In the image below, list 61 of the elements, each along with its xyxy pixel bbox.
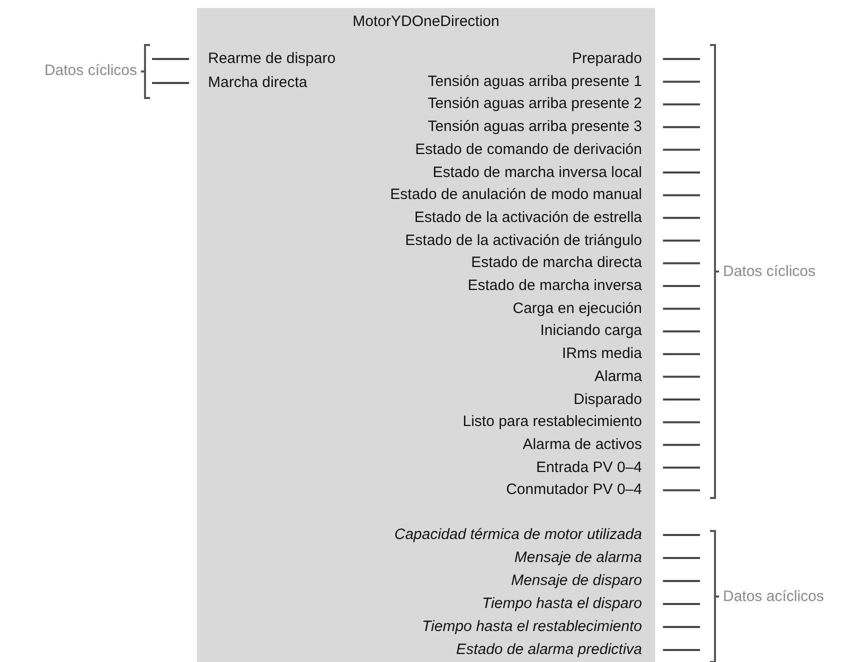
pin-line [663,330,700,332]
pin-line [663,262,700,264]
pin-label: Estado de alarma predictiva [456,640,655,660]
pin-line [152,82,189,84]
pin-label: IRms media [562,344,655,364]
pin-line [663,580,700,582]
pin-label: Marcha directa [197,73,308,93]
pin-label: Tensión aguas arriba presente 2 [428,94,655,114]
pin-label: Mensaje de alarma [514,548,655,568]
pin-label: Tensión aguas arriba presente 3 [428,117,655,138]
pin-label: Estado de la activación de triángulo [405,230,655,251]
pin-line [663,126,700,128]
pin-label: Alarma [594,366,655,387]
group-label: Datos cíclicos [44,62,137,80]
pin-label: Estado de marcha inversa local [432,162,655,182]
pin-line [663,80,700,83]
pin-line [663,444,700,446]
pin-label: Listo para restablecimiento [462,412,655,432]
pin-label: Conmutador PV 0–4 [506,480,655,500]
pin-line [663,557,700,559]
pin-label: Preparado [572,49,655,69]
pin-line [663,353,700,356]
pin-label: Tensión aguas arriba presente 1 [428,72,655,92]
pin-label: Estado de comando de derivación [415,140,655,160]
pin-line [663,58,700,60]
function-block [197,8,655,662]
pin-label: Tiempo hasta el disparo [482,594,655,614]
pin-line [663,603,700,605]
pin-line [663,466,700,469]
group-label: Datos cíclicos [723,262,816,280]
pin-line [663,626,700,628]
pin-label: Estado de marcha directa [471,253,655,274]
pin-line [663,421,700,424]
pin-line [663,240,700,242]
pin-label: Mensaje de disparo [511,571,655,591]
pin-line [663,649,700,651]
pin-label: Carga en ejecución [512,298,655,319]
pin-line [663,398,700,400]
pin-line [663,376,700,378]
pin-label: Iniciando carga [540,321,655,342]
pin-line [663,285,700,287]
pin-line [152,58,189,60]
pin-label: Estado de marcha inversa [468,276,655,296]
pin-label: Capacidad térmica de motor utilizada [394,525,655,545]
pin-line [663,489,700,492]
group-label: Datos acíclicos [723,588,824,606]
pin-label: Tiempo hasta el restablecimiento [422,617,655,637]
pin-line [663,172,700,174]
pin-label: Alarma de activos [522,434,655,455]
pin-line [663,103,700,106]
pin-line [663,194,700,196]
pin-line [663,216,700,219]
pin-label: Disparado [574,390,655,410]
pin-label: Entrada PV 0–4 [536,458,655,478]
pin-line [663,148,700,151]
pin-label: Estado de la activación de estrella [414,208,655,228]
pin-label: Rearme de disparo [197,49,336,69]
block-title: MotorYDOneDirection [352,13,500,30]
pin-line [663,308,700,310]
pin-label: Estado de anulación de modo manual [390,185,655,206]
pin-line [663,534,700,536]
